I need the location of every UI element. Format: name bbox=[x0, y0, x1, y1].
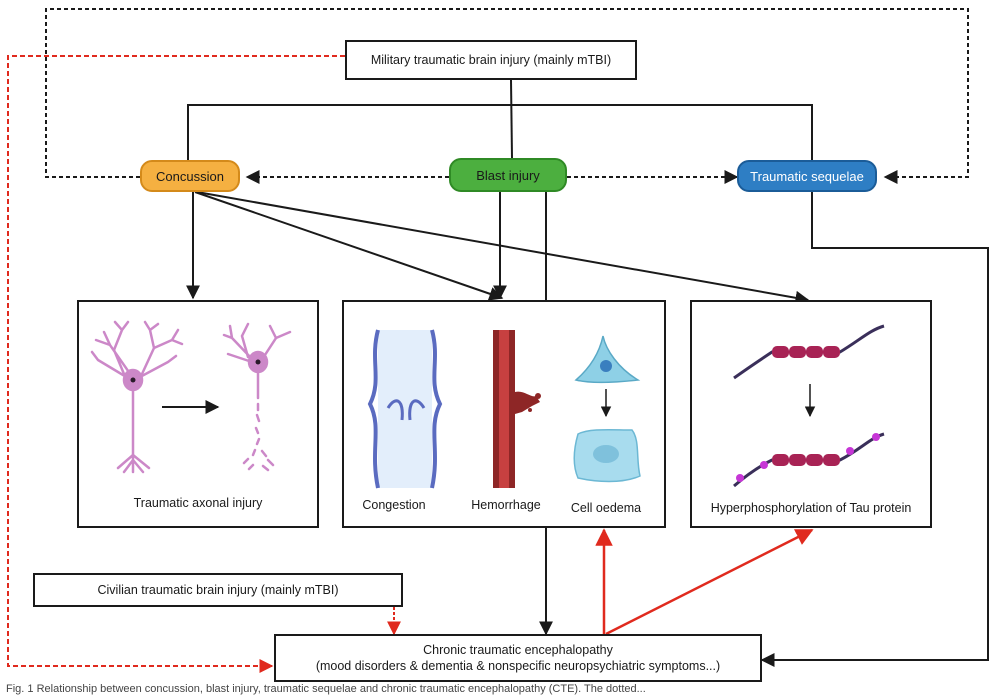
hemorrhage-label: Hemorrhage bbox=[471, 498, 541, 512]
military-tbi-label: Military traumatic brain injury (mainly … bbox=[370, 53, 612, 67]
congestion-label: Congestion bbox=[362, 498, 426, 512]
panel-tau bbox=[690, 300, 932, 528]
tau-protein-illustration bbox=[733, 324, 885, 488]
concussion-label: Concussion bbox=[156, 168, 224, 184]
traumatic-sequelae-label: Traumatic sequelae bbox=[750, 168, 864, 184]
cte-subtitle: (mood disorders & dementia & nonspecific… bbox=[315, 659, 721, 673]
healthy-neuron-illustration bbox=[90, 320, 184, 474]
cell-oedema-illustration bbox=[573, 335, 641, 483]
concussion-node: Concussion bbox=[140, 160, 240, 192]
tau-label: Hyperphosphorylation of Tau protein bbox=[710, 501, 912, 515]
military-tbi-box: Military traumatic brain injury (mainly … bbox=[345, 40, 637, 80]
blast-injury-node: Blast injury bbox=[449, 158, 567, 192]
military-to-cte-dashed bbox=[7, 55, 345, 673]
figure-caption: Fig. 1 Relationship between concussion, … bbox=[6, 683, 646, 695]
civilian-tbi-label: Civilian traumatic brain injury (mainly … bbox=[97, 583, 339, 597]
dotted-loop-top bbox=[45, 8, 969, 184]
civilian-tbi-box: Civilian traumatic brain injury (mainly … bbox=[33, 573, 403, 607]
hemorrhage-illustration bbox=[493, 330, 541, 488]
congestion-illustration bbox=[367, 329, 443, 489]
concussion-to-tau bbox=[196, 191, 810, 305]
military-to-blast bbox=[510, 79, 513, 159]
cte-box: Chronic traumatic encephalopathy (mood d… bbox=[274, 634, 762, 682]
axonal-injury-label: Traumatic axonal injury bbox=[133, 496, 263, 510]
cte-title: Chronic traumatic encephalopathy bbox=[423, 643, 613, 657]
cell-oedema-label: Cell oedema bbox=[570, 501, 642, 515]
traumatic-sequelae-node: Traumatic sequelae bbox=[737, 160, 877, 192]
cte-to-tau bbox=[605, 528, 814, 636]
tree-bar bbox=[187, 104, 813, 160]
sequelae-to-cte bbox=[760, 192, 989, 667]
concussion-to-vascular bbox=[194, 191, 504, 301]
injured-neuron-illustration bbox=[222, 322, 292, 472]
blast-injury-label: Blast injury bbox=[476, 167, 540, 183]
